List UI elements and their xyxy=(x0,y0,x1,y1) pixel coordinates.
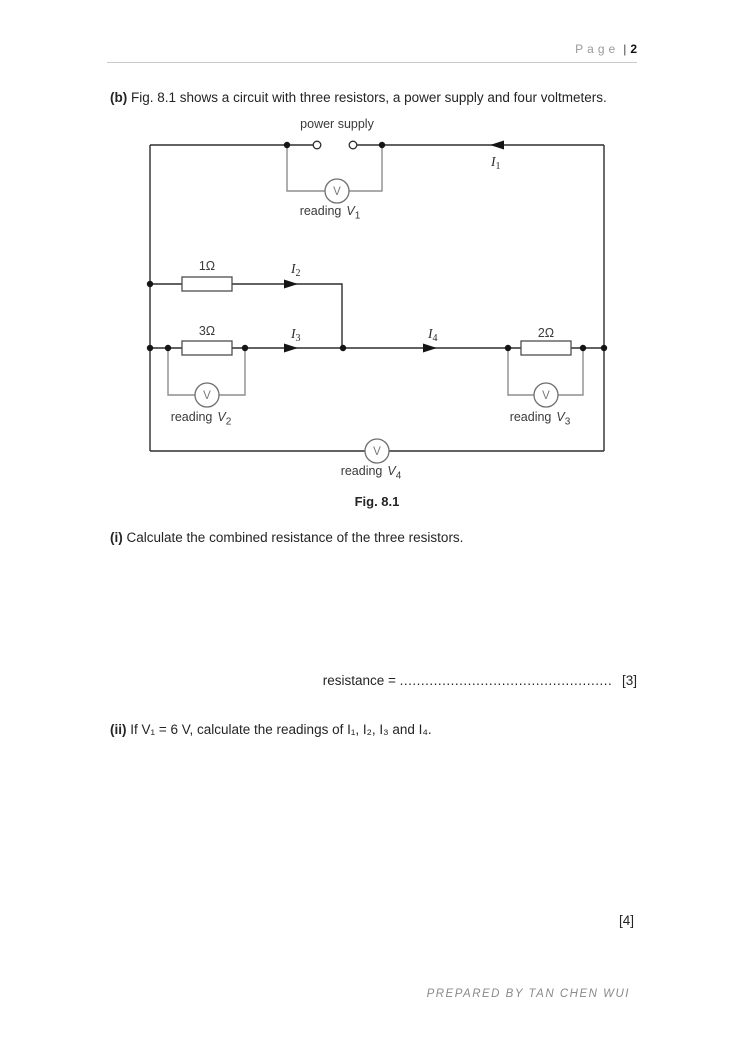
answer-label: resistance = xyxy=(322,673,396,688)
voltmeter-v1-letter: V xyxy=(333,186,341,198)
voltmeter-v4 xyxy=(364,438,390,464)
power-supply-terminals xyxy=(312,140,358,150)
question-b-text: Fig. 8.1 shows a circuit with three resi… xyxy=(131,90,607,105)
current-i2-label: I2 xyxy=(290,261,301,279)
question-b-marker: (b) xyxy=(110,90,128,105)
question-b-intro: (b) Fig. 8.1 shows a circuit with three … xyxy=(110,90,650,105)
current-i3-label: I3 xyxy=(290,326,301,344)
question-ii-marker: (ii) xyxy=(110,722,127,737)
question-i-text: Calculate the combined resistance of the… xyxy=(126,530,464,545)
page-word: Page xyxy=(575,42,620,56)
question-i: (i) Calculate the combined resistance of… xyxy=(110,530,650,545)
resistor-3ohm xyxy=(181,340,233,356)
page-footer-credit: PREPARED BY TAN CHEN WUI xyxy=(426,988,630,1000)
junction-nodes xyxy=(146,141,608,352)
marks-3: [3] xyxy=(621,673,637,688)
resistor-2ohm xyxy=(520,340,572,356)
resistor-3ohm-label: 3Ω xyxy=(199,324,215,338)
voltmeter-v4-letter: V xyxy=(373,446,381,458)
voltmeter-v2-letter: V xyxy=(203,390,211,402)
current-i1-label: I1 xyxy=(490,154,501,172)
voltmeter-v3 xyxy=(533,382,559,408)
current-arrow-i3 xyxy=(284,343,298,353)
current-i4-label: I4 xyxy=(427,326,438,344)
question-ii: (ii) If V₁ = 6 V, calculate the readings… xyxy=(110,722,670,737)
circuit-diagram: V V V V power supply 1Ω 3Ω 2Ω I1 I2 I3 I… xyxy=(146,117,608,482)
voltmeter-v2 xyxy=(194,382,220,408)
figure-caption: Fig. 8.1 xyxy=(354,494,400,509)
resistor-1ohm-label: 1Ω xyxy=(199,259,215,273)
circuit-wires xyxy=(149,144,605,452)
current-arrow-i1 xyxy=(490,140,504,150)
header-rule xyxy=(107,62,637,63)
question-i-marker: (i) xyxy=(110,530,123,545)
marks-4: [4] xyxy=(618,913,634,928)
page-number: 2 xyxy=(630,42,637,56)
current-arrow-i4 xyxy=(423,343,437,353)
power-supply-label: power supply xyxy=(300,117,374,131)
answer-dotted-line: ........................................… xyxy=(399,673,613,688)
question-ii-text: If V₁ = 6 V, calculate the readings of I… xyxy=(130,722,432,737)
resistor-1ohm xyxy=(181,276,233,292)
resistor-2ohm-label: 2Ω xyxy=(538,326,554,340)
voltmeter-branch-wires xyxy=(167,145,584,396)
header-separator: | xyxy=(623,42,629,56)
answer-line: resistance = ...........................… xyxy=(323,673,637,688)
voltmeter-v1 xyxy=(324,178,350,204)
voltmeter-v3-letter: V xyxy=(542,390,550,402)
current-arrow-i2 xyxy=(284,279,298,289)
page-header: Page|2 xyxy=(575,42,637,56)
